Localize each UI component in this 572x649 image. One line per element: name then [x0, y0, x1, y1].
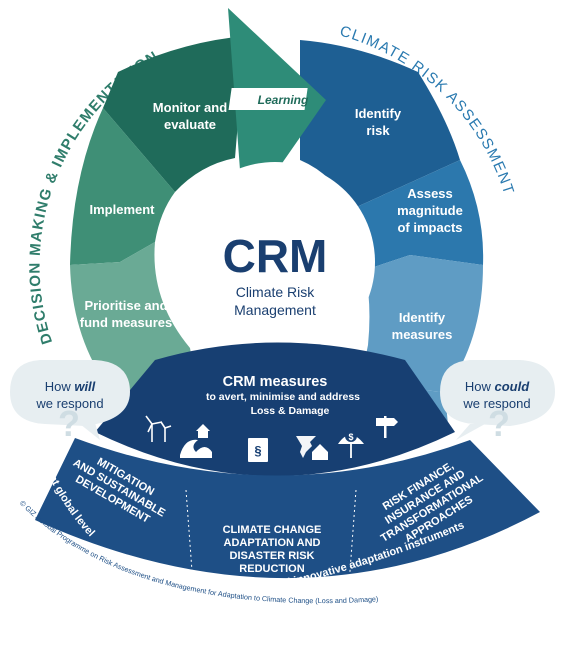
segment-label-prioritise-1: Prioritise and: [84, 298, 167, 313]
center-subtitle-line1: Climate Risk: [236, 284, 316, 300]
center-title: CRM: [223, 230, 328, 282]
bubble-left-line1: How will: [45, 379, 96, 394]
segment-label-assess-1: Assess: [407, 186, 453, 201]
segment-label-monitor-1: Monitor and: [153, 100, 227, 115]
center-subtitle-line2: Management: [234, 302, 316, 318]
segment-implement: [70, 108, 175, 265]
segment-monitor-evaluate: [103, 36, 245, 192]
segment-label-identify-risk-1: Identify: [355, 106, 402, 121]
law-book-icon: §: [248, 438, 268, 462]
segment-label-implement: Implement: [89, 202, 155, 217]
measures-loss-damage: Loss & Damage: [251, 405, 330, 417]
approach-center-line2: ADAPTATION AND: [224, 537, 321, 549]
segment-label-identify-measures-2: measures: [392, 327, 453, 342]
band-divider-right: [347, 489, 357, 599]
segment-assess: [350, 160, 484, 270]
bubble-right-question-icon: ?: [488, 403, 510, 444]
svg-text:$: $: [348, 432, 353, 442]
bubble-right-line1: How could: [465, 379, 530, 394]
approaches-band: [35, 438, 540, 579]
bubble-left-line2: we respond: [35, 396, 103, 411]
segment-prioritise: [70, 242, 196, 392]
measures-title: CRM measures: [223, 374, 328, 390]
measures-subtitle: to avert, minimise and address: [206, 391, 360, 403]
segment-label-monitor-2: evaluate: [164, 117, 216, 132]
crm-measures-band: [95, 342, 455, 476]
tornado-house-icon: [296, 436, 328, 460]
approach-center-line3: DISASTER RISK: [230, 550, 315, 562]
approach-center-line4: REDUCTION: [239, 563, 304, 575]
bubble-left: ? How will we respond: [10, 360, 130, 444]
bubble-left-question-icon: ?: [58, 403, 80, 444]
segment-label-prioritise-2: fund measures: [80, 315, 172, 330]
learning-label-box: Learning: [228, 88, 309, 110]
segment-label-identify-risk-2: risk: [366, 123, 390, 138]
wind-turbine-icon: [145, 415, 172, 442]
approach-center-line1: CLIMATE CHANGE: [223, 524, 322, 536]
segment-label-assess-2: magnitude: [397, 203, 463, 218]
band-divider-left: [185, 489, 195, 599]
segment-label-assess-3: of impacts: [397, 220, 462, 235]
center-circle: [175, 162, 375, 362]
bubble-right-line2: we respond: [462, 396, 530, 411]
learning-label: Learning: [258, 93, 309, 107]
svg-text:§: §: [254, 443, 261, 458]
wave-house-icon: [180, 424, 212, 458]
segment-label-identify-measures-1: Identify: [399, 310, 446, 325]
bubble-right: ? How could we respond: [440, 360, 555, 444]
signpost-icon: [376, 416, 398, 438]
insurance-umbrella-icon: $: [338, 430, 364, 458]
segment-identify-risk: [300, 40, 460, 210]
